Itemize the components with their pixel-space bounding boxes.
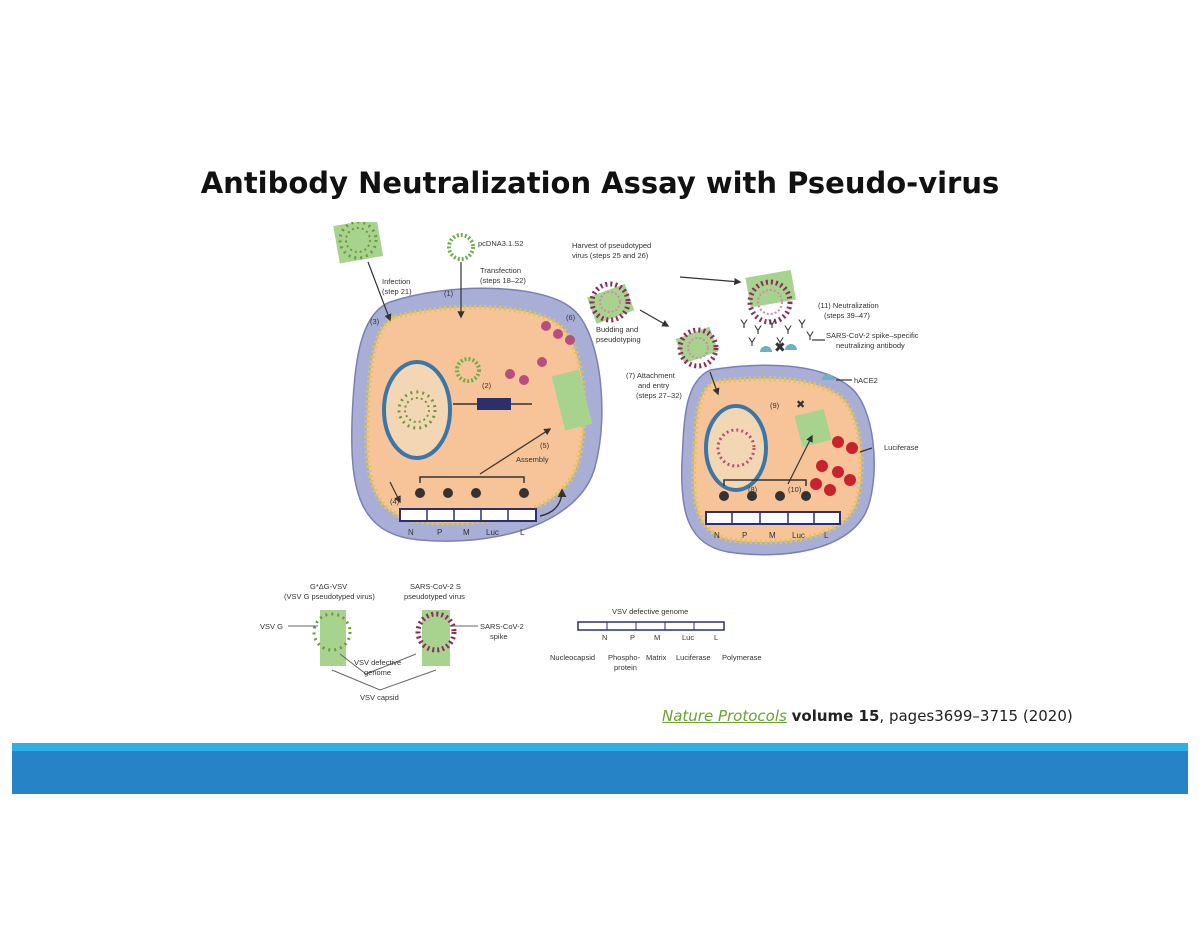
attachment-label-2: and entry: [638, 381, 670, 390]
left-genome: N P M Luc L: [399, 476, 537, 537]
step10-label: (10): [788, 485, 802, 494]
left-nucleus: [382, 360, 452, 460]
antibody-label-2: neutralizing antibody: [836, 341, 905, 350]
transfection-label-2: (steps 18–22): [480, 276, 526, 285]
legend-spike-1: SARS-CoV-2: [480, 622, 524, 631]
legend-gene-n: N: [602, 633, 607, 642]
legend-vsv-g: VSV G: [260, 622, 283, 631]
legend-gene-p: P: [630, 633, 635, 642]
step9-label: (9): [770, 401, 780, 410]
citation-pages: , pages3699–3715 (2020): [879, 707, 1073, 725]
svg-text:Y: Y: [740, 317, 748, 331]
step1-label: (1): [444, 289, 454, 298]
legend: G*ΔG-VSV (VSV G pseudotyped virus) SARS-…: [260, 582, 762, 702]
step5-label: (5): [540, 441, 550, 450]
transfection-label-1: Transfection: [480, 266, 521, 275]
left-gene-n: N: [408, 528, 414, 537]
legend-genome: VSV defective genome N P M Luc L Nucleoc…: [550, 607, 762, 672]
svg-text:Y: Y: [776, 335, 784, 349]
right-gene-m: M: [769, 531, 776, 540]
journal-link[interactable]: Nature Protocols: [662, 707, 787, 725]
step4-label: (4): [390, 497, 400, 506]
plasmid-icon: [447, 233, 475, 261]
left-gene-luc: Luc: [486, 528, 499, 537]
green-cell-fragment: [551, 369, 593, 431]
green-viral-core: [794, 408, 832, 448]
antibody-label-1: SARS-CoV-2 spike–specific: [826, 331, 919, 340]
infection-label-1: Infection: [382, 277, 410, 286]
legend-sars-title-1: SARS-CoV-2 S: [410, 582, 461, 591]
step2-label: (2): [482, 381, 492, 390]
svg-text:Y: Y: [768, 317, 776, 331]
svg-text:Y: Y: [754, 323, 762, 337]
right-gene-l: L: [824, 531, 829, 540]
legend-luciferase: Luciferase: [676, 653, 711, 662]
plasmid-label: pcDNA3.1.S2: [478, 239, 523, 248]
right-genome: N P M Luc L: [705, 479, 841, 540]
luciferase-stars: [810, 436, 858, 496]
step8-label: (8): [748, 485, 758, 494]
legend-capsid: VSV capsid: [360, 693, 399, 702]
infection-label-2: (step 21): [382, 287, 412, 296]
left-nucleus-virus: [397, 390, 437, 430]
legend-polymerase: Polymerase: [722, 653, 762, 662]
right-nucleus: [704, 404, 768, 492]
step3-label: (3): [370, 317, 380, 326]
legend-defective-1: VSV defective: [354, 658, 401, 667]
legend-vsv-title-2: (VSV G pseudotyped virus): [284, 592, 375, 601]
svg-text:Y: Y: [806, 329, 814, 343]
process-arrows: [367, 261, 873, 453]
legend-defective-2: genome: [364, 668, 391, 677]
right-gene-p: P: [742, 531, 747, 540]
hace2-receptors: [760, 344, 834, 380]
attachment-label-1: (7) Attachment: [626, 371, 676, 380]
legend-sars-title-2: pseudotyped virus: [404, 592, 465, 601]
hace2-label: hACE2: [854, 376, 878, 385]
footer-band-dark: [12, 751, 1188, 794]
budding-label-1: Budding and: [596, 325, 638, 334]
right-gene-n: N: [714, 531, 720, 540]
harvest-label-2: virus (steps 25 and 26): [572, 251, 649, 260]
left-gene-p: P: [437, 528, 442, 537]
svg-text:✖: ✖: [774, 339, 786, 355]
left-gene-l: L: [520, 528, 525, 537]
svg-text:✖: ✖: [796, 399, 805, 411]
slide-title: Antibody Neutralization Assay with Pseud…: [200, 166, 1000, 200]
legend-gene-l: L: [714, 633, 718, 642]
citation-volume: volume 15: [791, 707, 880, 725]
step6-label: (6): [566, 313, 576, 322]
right-gene-luc: Luc: [792, 531, 805, 540]
dna-integration-box: [477, 398, 511, 410]
left-cell: N P M Luc L: [351, 287, 603, 542]
legend-phospho: Phospho-: [608, 653, 641, 662]
harvest-label-1: Harvest of pseudotyped: [572, 241, 651, 250]
legend-nucleocapsid: Nucleocapsid: [550, 653, 595, 662]
budding-label-2: pseudotyping: [596, 335, 641, 344]
legend-matrix: Matrix: [646, 653, 667, 662]
svg-text:Y: Y: [798, 317, 806, 331]
right-cell: ✖ ✖ N P M Luc L: [680, 339, 875, 556]
svg-text:Y: Y: [784, 323, 792, 337]
luciferase-label: Luciferase: [884, 443, 919, 452]
pseudovirus-assay-figure: N P M Luc L ✖ ✖: [260, 222, 919, 702]
citation: Nature Protocols volume 15, pages3699–37…: [662, 707, 1073, 725]
neutralization-label-1: (11) Neutralization: [818, 301, 879, 310]
legend-gene-m: M: [654, 633, 660, 642]
legend-protein: protein: [614, 663, 637, 672]
plasmid-in-cell: [455, 357, 481, 383]
spike-proteins-left: [505, 321, 575, 385]
attachment-label-3: (steps 27–32): [636, 391, 682, 400]
footer-band-light: [12, 743, 1188, 751]
legend-spike-2: spike: [490, 632, 508, 641]
neutralization-label-2: (steps 39–47): [824, 311, 870, 320]
svg-text:Y: Y: [748, 335, 756, 349]
legend-vsv-title-1: G*ΔG-VSV: [310, 582, 347, 591]
assembly-label: Assembly: [516, 455, 549, 464]
figure-labels: pcDNA3.1.S2 (1) Transfection (steps 18–2…: [370, 239, 919, 506]
legend-gene-luc: Luc: [682, 633, 694, 642]
left-gene-m: M: [463, 528, 470, 537]
legend-genome-title: VSV defective genome: [612, 607, 688, 616]
